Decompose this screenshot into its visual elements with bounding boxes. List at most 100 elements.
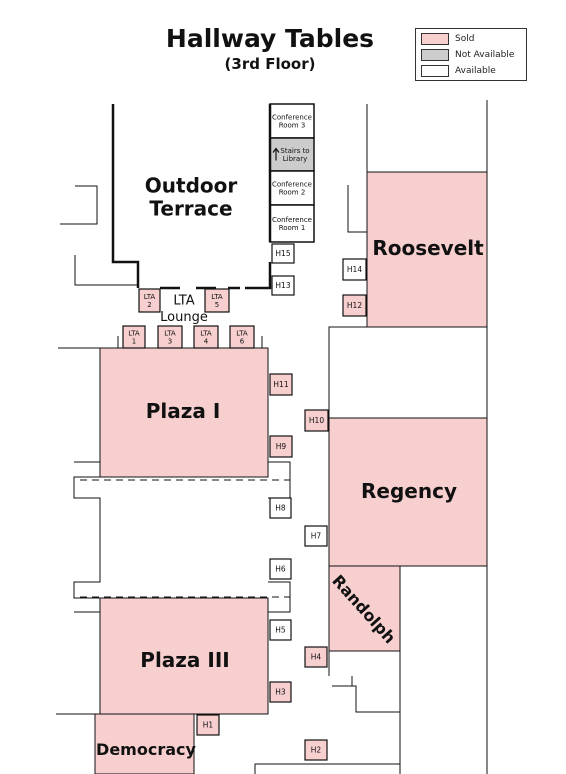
table-h6-label: H6: [275, 565, 286, 574]
table-h8-label: H8: [275, 504, 286, 513]
table-h2-label: H2: [311, 746, 322, 755]
plaza-iii-room: [99, 597, 269, 715]
table-lta-5-label-line: 5: [215, 301, 219, 309]
available-swatch: [421, 65, 449, 77]
legend-item-sold: Sold: [421, 33, 474, 45]
table-h8-label-line: H8: [275, 504, 286, 513]
table-h3[interactable]: [269, 681, 292, 703]
democracy-label-line: Democracy: [96, 740, 196, 759]
table-lta-4[interactable]: [193, 325, 219, 349]
roosevelt-label-line: Roosevelt: [372, 236, 484, 260]
table-h9[interactable]: [269, 435, 293, 458]
table-h15-label: H15: [275, 249, 290, 258]
table-h13[interactable]: [271, 275, 295, 296]
roosevelt-room: [366, 171, 488, 328]
table-h1-label: H1: [203, 721, 214, 730]
table-lta-4-label-line: LTA: [200, 329, 212, 337]
table-h13-label: H13: [275, 281, 290, 290]
table-lta-6[interactable]: [229, 325, 255, 349]
conference-room-1: [269, 204, 315, 243]
table-h15[interactable]: [271, 243, 295, 264]
legend-label: Not Available: [455, 50, 515, 60]
table-h15-label-line: H15: [275, 249, 290, 258]
table-h5[interactable]: [269, 619, 292, 641]
stairs-to-library-label-line: Stairs to: [280, 147, 309, 155]
table-h6[interactable]: [269, 558, 292, 580]
table-lta-3-label-line: LTA: [164, 329, 176, 337]
conference-room-1-label-line: Conference: [272, 216, 312, 224]
legend: Sold Not Available Available: [415, 28, 527, 81]
table-lta-3-label-line: 3: [168, 338, 172, 346]
regency-label: Regency: [361, 479, 457, 503]
table-h8[interactable]: [269, 497, 292, 519]
table-h1[interactable]: [196, 714, 220, 736]
plaza-i-room: [99, 347, 269, 478]
table-lta-1[interactable]: [122, 325, 146, 349]
conference-room-3-label-line: Room 3: [279, 122, 306, 130]
conference-room-2-label-line: Conference: [272, 180, 312, 188]
table-h14-label-line: H14: [347, 265, 362, 274]
table-lta-2[interactable]: [138, 288, 161, 313]
table-lta-6-label-line: LTA: [236, 329, 248, 337]
table-h10[interactable]: [304, 409, 329, 432]
table-h7-label-line: H7: [311, 532, 322, 541]
table-lta-3[interactable]: [157, 325, 183, 349]
plaza-i-label-line: Plaza I: [146, 399, 221, 423]
table-h14-label: H14: [347, 265, 362, 274]
legend-item-available: Available: [421, 65, 496, 77]
plaza-iii-label-line: Plaza III: [140, 648, 229, 672]
walls: [56, 100, 488, 774]
table-h4[interactable]: [304, 646, 328, 668]
legend-label: Available: [455, 66, 496, 76]
lta-lounge-label-line: Lounge: [160, 310, 208, 325]
regency-label-line: Regency: [361, 479, 457, 503]
conference-room-1-label-line: Room 1: [279, 224, 306, 232]
table-lta-6-label-line: 6: [240, 338, 245, 346]
table-h10-label-line: H10: [309, 416, 324, 425]
table-h3-label: H3: [275, 688, 286, 697]
table-h7-label: H7: [311, 532, 322, 541]
table-h9-label: H9: [276, 442, 287, 451]
plaza-i-label: Plaza I: [146, 399, 221, 423]
legend-label: Sold: [455, 34, 475, 44]
outdoor-terrace-label-line: Terrace: [149, 197, 232, 221]
table-h4-label-line: H4: [311, 653, 322, 662]
table-lta-5[interactable]: [204, 288, 230, 313]
table-h5-label: H5: [275, 626, 286, 635]
table-h12[interactable]: [342, 294, 367, 317]
conference-room-2-label-line: Room 2: [279, 189, 306, 197]
table-h11-label: H11: [273, 380, 288, 389]
table-h14[interactable]: [342, 258, 367, 281]
table-lta-5-label-line: LTA: [211, 293, 223, 301]
randolph-room: [328, 565, 401, 652]
democracy-label: Democracy: [96, 740, 196, 759]
table-h1-label-line: H1: [203, 721, 214, 730]
democracy-room: [94, 713, 195, 774]
table-h2[interactable]: [304, 739, 328, 761]
table-lta-1-label-line: 1: [132, 338, 136, 346]
regency-room: [328, 417, 488, 567]
table-h9-label-line: H9: [276, 442, 287, 451]
unnamed-room: [328, 326, 488, 419]
table-h12-label: H12: [347, 301, 362, 310]
table-h11-label-line: H11: [273, 380, 288, 389]
table-h10-label: H10: [309, 416, 324, 425]
stairs-to-library-label-line: Library: [283, 155, 307, 163]
conference-room-3-label-line: Conference: [272, 113, 312, 121]
table-h7[interactable]: [304, 525, 328, 547]
table-h13-label-line: H13: [275, 281, 290, 290]
table-lta-1-label-line: LTA: [128, 329, 140, 337]
table-h11[interactable]: [269, 373, 293, 396]
conference-room-2: [269, 170, 315, 206]
